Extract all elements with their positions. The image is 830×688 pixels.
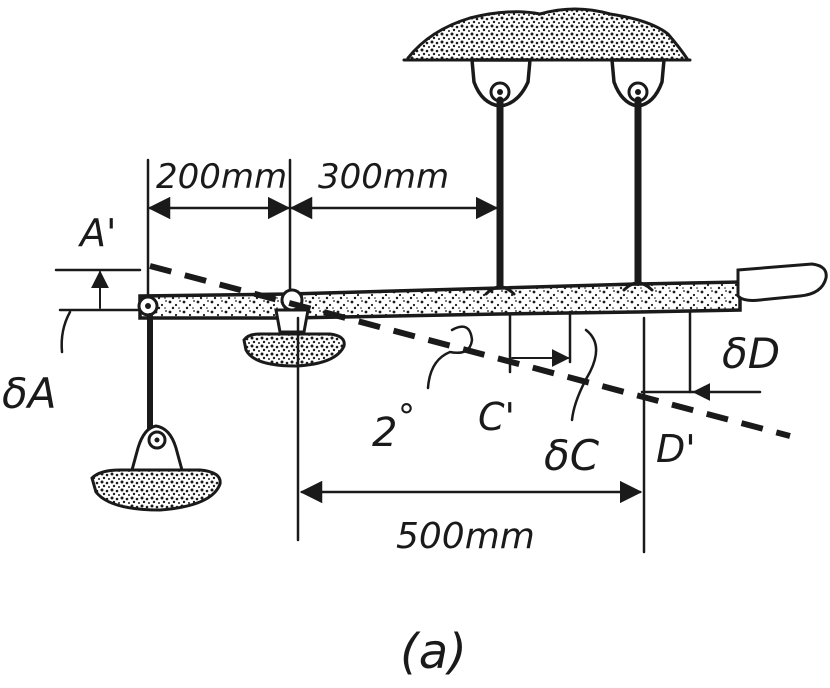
dim-label-200mm: 200mm: [156, 157, 287, 197]
label-delta-c: δC: [544, 431, 600, 480]
label-delta-a: δA: [2, 369, 56, 418]
label-c-prime: C': [478, 395, 515, 439]
label-a-prime: A': [77, 211, 116, 255]
delta-d-markers: [640, 310, 762, 401]
label-d-prime: D': [656, 427, 696, 471]
delta-c-markers: [508, 310, 598, 422]
deflected-beam-line: [149, 263, 791, 439]
angle-unit: °: [398, 397, 415, 437]
angle-label: 2 °: [372, 397, 415, 456]
pin-support-b: [242, 288, 346, 368]
ceiling-support: [402, 7, 692, 62]
figure-caption: (a): [400, 624, 467, 680]
rigid-beam: [137, 262, 828, 320]
dim-label-300mm: 300mm: [318, 157, 449, 197]
bottom-support-a: [90, 424, 222, 512]
angle-value: 2: [372, 410, 397, 456]
angle-leader: [426, 325, 474, 390]
delta-a-markers: [54, 268, 142, 354]
label-delta-d: δD: [722, 329, 780, 378]
dimension-lines: [146, 158, 646, 554]
dim-label-500mm: 500mm: [396, 516, 535, 557]
